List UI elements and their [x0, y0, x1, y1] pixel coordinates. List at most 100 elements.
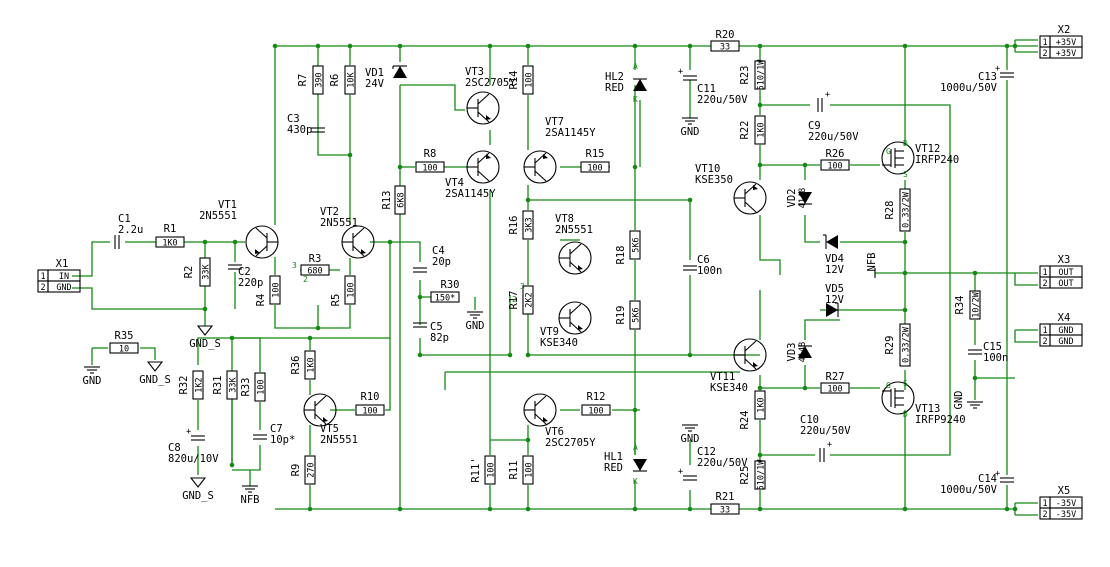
connector-x4 [1039, 323, 1083, 347]
resistor-body [155, 236, 185, 248]
resistor-body [820, 382, 850, 394]
junction-dot [902, 506, 908, 512]
junction-dot [632, 43, 638, 49]
mosfet-vt13 [881, 381, 915, 415]
resistor-ref: R35 [115, 330, 134, 342]
ground-symbol [967, 401, 983, 409]
label-cell [1049, 46, 1083, 59]
diode-hl2 [633, 78, 647, 91]
pin-number: 2 [40, 283, 45, 293]
capacitor-c5 [413, 322, 427, 328]
resistor-r5 [344, 275, 356, 305]
junction-dot [757, 452, 763, 458]
resistor-body [522, 210, 534, 240]
capacitor-c15 [968, 349, 982, 355]
wires [72, 39, 1038, 516]
resistor-r29 [899, 323, 911, 367]
resistor-body [300, 264, 330, 276]
label-cell [1049, 334, 1083, 347]
resistor-r10 [355, 404, 385, 416]
diode-triangle [633, 79, 647, 91]
transistor-vt6 [523, 393, 557, 427]
capacitor-c14: + [995, 469, 1014, 483]
junction-dot [687, 352, 693, 358]
resistor-value: 680 [307, 267, 322, 277]
capacitor-ref: C4 [432, 245, 445, 257]
resistor-value: 33 [720, 506, 730, 516]
connector-ref: X4 [1058, 312, 1071, 324]
junction-dot [632, 164, 638, 170]
junction-dot [802, 162, 808, 168]
capacitor-ref: C5 [430, 321, 443, 333]
diode-ref: VD1 [365, 67, 384, 79]
emitter-arrow [543, 154, 548, 159]
junction-dot [202, 306, 208, 312]
junction-dot [757, 43, 763, 49]
resistor-ref: R9 [290, 464, 302, 477]
emitter-arrow [578, 265, 583, 270]
resistor-body [522, 285, 534, 315]
diode-ref: VD4 [825, 253, 844, 265]
pin-label: IN [59, 272, 69, 282]
transistor-vt2 [341, 225, 375, 259]
resistor-ref: R17 [508, 291, 520, 310]
junction-dot [202, 239, 208, 245]
wire [140, 347, 156, 360]
resistor-r2 [199, 257, 211, 287]
pin-number: 1 [1042, 499, 1047, 509]
resistor-r19 [629, 300, 641, 330]
pin-label: A [633, 62, 638, 71]
resistor-body [820, 159, 850, 171]
pin-label: GND [1058, 337, 1073, 347]
junction-dot [229, 462, 235, 468]
pin-label: K [633, 477, 638, 486]
capacitor-value: 220u/50V [808, 131, 859, 143]
transistor-ref: VT10 [695, 163, 720, 175]
junction-dot [487, 43, 493, 49]
mosfet-body [881, 381, 915, 415]
resistor-value: 33 [720, 43, 730, 53]
pin-label: A [633, 443, 638, 452]
resistor-value: 1K0 [757, 122, 767, 137]
pin-label: GND [56, 283, 71, 293]
polarity-plus: + [678, 467, 683, 477]
resistor-value: 3K3 [525, 217, 535, 232]
diode-vd2 [798, 192, 812, 205]
pin-label: S [903, 379, 908, 388]
connector-ref: X2 [1058, 24, 1071, 36]
resistor-value: 5K6 [632, 237, 642, 252]
junction-dot [347, 152, 353, 158]
junction-dot [417, 294, 423, 300]
resistor-r25 [754, 460, 766, 490]
resistor-value: 100 [827, 162, 842, 172]
wire [232, 337, 261, 372]
label-cell [1049, 276, 1083, 289]
transistor-part: 2SA1145Y [545, 127, 596, 139]
resistor-ref: R31 [212, 376, 224, 395]
resistor-ref: R18 [615, 246, 627, 265]
resistor-r11 [522, 455, 534, 485]
diode-triangle [826, 235, 838, 249]
junction-dot [272, 43, 278, 49]
net-label: GND_S [139, 374, 171, 386]
capacitor-ref: C15 [983, 341, 1002, 353]
resistor-value: 6K8 [397, 192, 407, 207]
wire [527, 185, 690, 201]
diode-value: 12V [825, 294, 845, 306]
connector-ref: X3 [1058, 254, 1071, 266]
capacitor-value: 220p [238, 277, 263, 289]
ground-symbol [682, 117, 698, 125]
pin-g: G [886, 147, 891, 156]
wire [72, 241, 110, 277]
resistor-body [754, 60, 766, 90]
resistor-r15 [580, 161, 610, 173]
diode-ref: HL2 [605, 71, 624, 83]
transistor-ref: VT3 [465, 66, 484, 78]
junction-dot [757, 102, 763, 108]
resistor-r33 [254, 372, 266, 402]
junction-dot [972, 270, 978, 276]
resistor-r8 [415, 161, 445, 173]
net-label: NFB [866, 253, 878, 272]
net-label: NFB [241, 494, 260, 506]
